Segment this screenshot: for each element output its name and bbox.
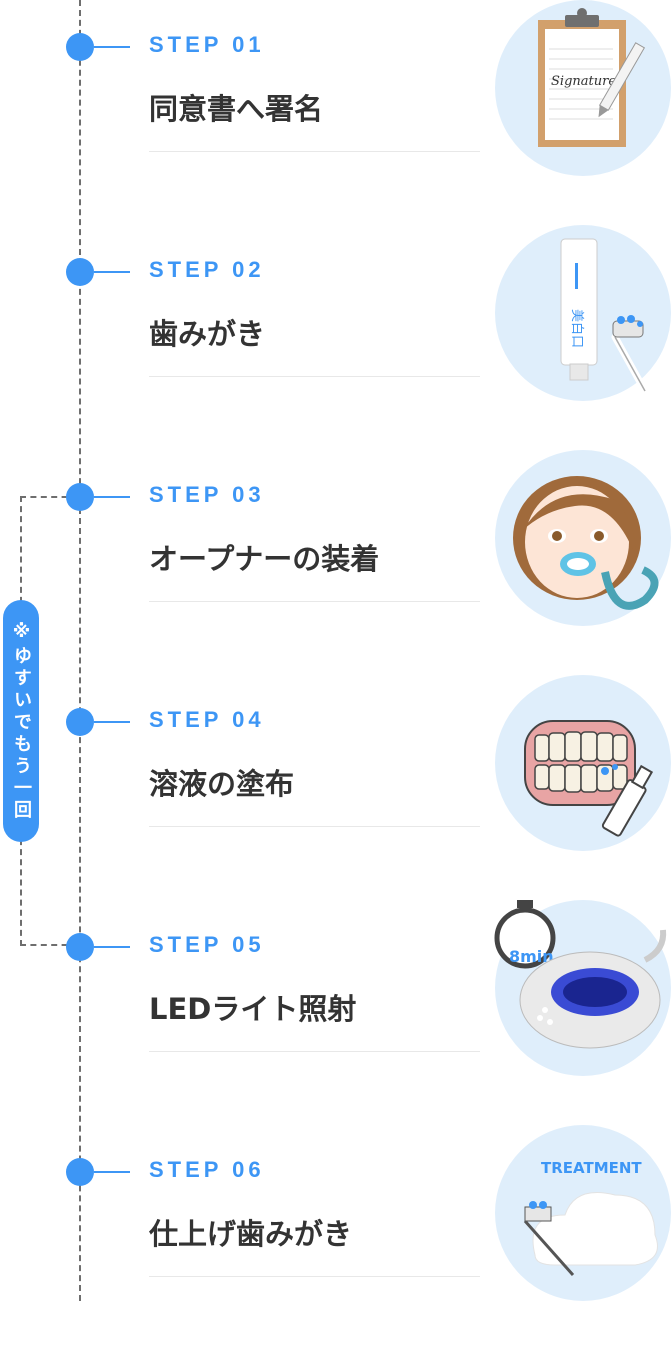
step-title: オープナーの装着	[149, 542, 380, 576]
step-dot	[66, 933, 94, 961]
step-image: TREATMENT	[495, 1125, 671, 1301]
step-connector	[94, 721, 130, 723]
step-divider	[149, 601, 480, 602]
step-dot	[66, 708, 94, 736]
step-05: STEP 05 LEDライト照射 8min	[0, 900, 671, 1125]
step-image	[495, 675, 671, 851]
treatment-foam-icon: TREATMENT	[523, 1159, 658, 1276]
step-dot	[66, 483, 94, 511]
timeline-line	[79, 0, 81, 1301]
step-01: STEP 01 同意書へ署名 Signature	[0, 0, 671, 225]
teeth-solution-icon	[524, 720, 654, 837]
svg-text:8min: 8min	[509, 947, 554, 966]
svg-text:美白口: 美白口	[569, 309, 585, 348]
svg-text:Signature: Signature	[551, 74, 616, 89]
step-title: 同意書へ署名	[149, 92, 324, 126]
step-title: LEDライト照射	[149, 992, 357, 1026]
step-connector	[94, 1171, 130, 1173]
step-divider	[149, 1051, 480, 1052]
step-04: STEP 04 溶液の塗布	[0, 675, 671, 900]
step-number: STEP 04	[149, 707, 265, 732]
step-image: Signature	[495, 0, 671, 176]
step-connector	[94, 496, 130, 498]
step-02: STEP 02 歯みがき 美白口	[0, 225, 671, 450]
step-image: 美白口	[495, 225, 671, 401]
step-divider	[149, 1276, 480, 1277]
step-image: 8min	[494, 900, 671, 1076]
svg-text:TREATMENT: TREATMENT	[541, 1159, 642, 1177]
step-03: STEP 03 オープナーの装着	[0, 450, 671, 675]
step-divider	[149, 826, 480, 827]
toothpaste-toothbrush-icon: 美白口	[560, 238, 649, 395]
step-number: STEP 02	[149, 257, 265, 282]
signature-clipboard-icon: Signature	[538, 8, 646, 147]
step-06: STEP 06 仕上げ歯みがき TREATMENT	[0, 1125, 671, 1350]
step-dot	[66, 258, 94, 286]
step-dot	[66, 1158, 94, 1186]
repeat-note-badge: ※ゆすいでもう一回	[3, 600, 39, 842]
step-connector	[94, 946, 130, 948]
step-connector	[94, 271, 130, 273]
step-connector	[94, 46, 130, 48]
step-number: STEP 01	[149, 32, 265, 57]
step-dot	[66, 33, 94, 61]
step-title: 仕上げ歯みがき	[149, 1217, 353, 1251]
step-number: STEP 06	[149, 1157, 265, 1182]
step-divider	[149, 376, 480, 377]
step-number: STEP 03	[149, 482, 265, 507]
step-image	[495, 450, 671, 626]
step-title: 溶液の塗布	[149, 767, 295, 801]
step-title: 歯みがき	[149, 317, 266, 351]
mouth-opener-icon	[513, 476, 659, 610]
led-light-icon: 8min	[494, 900, 667, 1049]
step-number: STEP 05	[149, 932, 265, 957]
step-divider	[149, 151, 480, 152]
